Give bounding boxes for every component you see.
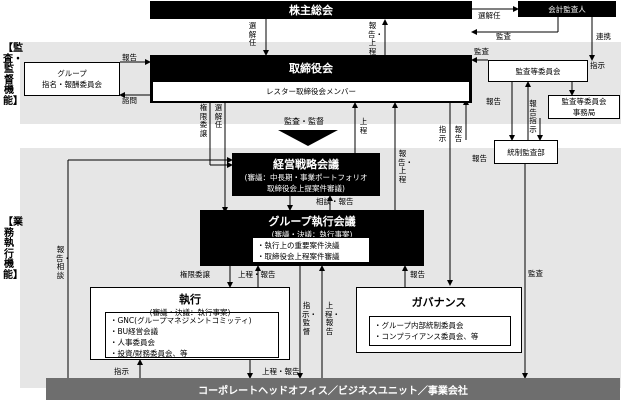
label-audit-supervise: 監査・監督 bbox=[284, 117, 324, 126]
label-delegation-low: 権限委譲 bbox=[180, 270, 210, 279]
label-report-instruct: 報告 指示 bbox=[529, 99, 537, 134]
execution-item: ・BU経営会議 bbox=[110, 327, 159, 336]
label-consult-report: 相談・報告 bbox=[316, 197, 354, 206]
label-submit-report-mid: 上程・報告 bbox=[325, 301, 340, 336]
accounting-auditor-box: 会計監査人 bbox=[518, 1, 616, 17]
shareholders-meeting-box: 株主総会 bbox=[150, 1, 472, 19]
label-report-gov: 報告 bbox=[410, 270, 425, 279]
label-submit-report-low: 上程・報告 bbox=[238, 270, 276, 279]
group-exec-item: ・取締役会上程案件審議 bbox=[257, 252, 340, 261]
execution-item: ・投資/財務委員会、等 bbox=[110, 349, 188, 358]
strategy-title: 経営戦略会議 bbox=[273, 157, 339, 171]
governance-items: ・グループ内部統制委員会 ・コンプライアンス委員会、等 bbox=[369, 316, 511, 346]
execution-box: 執行 (審議・決議：執行事案) ・GNC(グループマネジメントコミッティ) ・B… bbox=[90, 287, 290, 360]
execution-side-label: 【業務執行機能】 bbox=[3, 217, 23, 281]
label-report-control: 報告 bbox=[472, 154, 487, 163]
governance-box: ガバナンス ・グループ内部統制委員会 ・コンプライアンス委員会、等 bbox=[356, 287, 522, 353]
execution-item: ・GNC(グループマネジメントコミッティ) bbox=[110, 316, 252, 325]
label-report-consult-left: 報告・相談 bbox=[56, 245, 71, 280]
board-members-bar: レスター取締役会メンバー bbox=[152, 81, 470, 102]
label-instruct-supervise: 指示・監督 bbox=[302, 301, 317, 336]
audit-office-line-1: 監査等委員会 bbox=[561, 97, 607, 106]
label-instruct-office: 指示 bbox=[590, 61, 605, 70]
group-exec-meeting-box: グループ執行会議 (審議・決議：執行事案) ・執行上の重要案件決議 ・取締役会上… bbox=[200, 210, 424, 266]
supervision-side-label: 【監査・監督機能】 bbox=[3, 43, 23, 107]
governance-item: ・グループ内部統制委員会 bbox=[374, 321, 464, 330]
nomination-line-1: グループ bbox=[57, 69, 87, 78]
label-report-office: 報告 bbox=[486, 97, 501, 106]
board-title: 取締役会 bbox=[289, 62, 333, 75]
strategy-meeting-box: 経営戦略会議 (審議：中長期・事業ポートフォリオ 取締役会上提案件審議) bbox=[232, 153, 380, 196]
execution-items: ・GNC(グループマネジメントコミッティ) ・BU経営会議 ・人事委員会 ・投資… bbox=[105, 312, 279, 358]
strategy-line-2: 取締役会上提案件審議) bbox=[267, 183, 345, 193]
label-appoint-top: 選解任 bbox=[248, 21, 257, 48]
label-report-submit-right: 報告・上程 bbox=[398, 149, 413, 184]
board-box: 取締役会 レスター取締役会メンバー bbox=[150, 55, 472, 103]
label-report-control2: 報告 bbox=[454, 125, 463, 143]
label-report-nomination: 報告 bbox=[122, 53, 137, 62]
group-exec-sub: (審議・決議：執行事案) bbox=[271, 230, 353, 239]
label-delegation: 権限委譲 bbox=[199, 103, 208, 138]
group-exec-item: ・執行上の重要案件決議 bbox=[257, 241, 340, 250]
label-submit-report-bottom: 上程・報告 bbox=[262, 367, 300, 376]
label-consult: 諮問 bbox=[122, 96, 137, 105]
nomination-committee-box: グループ 指名・報酬委員会 bbox=[24, 62, 120, 96]
strategy-line-1: (審議：中長期・事業ポートフォリオ bbox=[244, 172, 368, 182]
governance-title: ガバナンス bbox=[411, 296, 467, 309]
label-appoint-mid: 選解任 bbox=[214, 103, 223, 130]
label-submit: 上程 bbox=[359, 117, 368, 135]
label-audit-right: 監査 bbox=[528, 269, 543, 278]
governance-item: ・コンプライアンス委員会、等 bbox=[374, 332, 479, 341]
label-audit-board: 監査 bbox=[474, 47, 489, 56]
audit-office-line-2: 事務局 bbox=[572, 108, 596, 117]
audit-committee-office-box: 監査等委員会 事務局 bbox=[548, 95, 620, 119]
control-audit-box: 統制監査部 bbox=[494, 140, 558, 164]
label-audit-auditor: 監査 bbox=[496, 32, 511, 41]
corporate-bar: コーポレートヘッドオフィス／ビジネスユニット／事業会社 bbox=[46, 378, 620, 400]
label-cooperation: 連携 bbox=[596, 32, 611, 41]
audit-committee-box: 監査等委員会 bbox=[488, 60, 588, 82]
label-report-top: 報告・上程 bbox=[368, 21, 383, 56]
execution-item: ・人事委員会 bbox=[110, 338, 155, 347]
group-exec-items: ・執行上の重要案件決議 ・取締役会上程案件審議 bbox=[252, 237, 370, 263]
group-exec-title: グループ執行会議 bbox=[268, 215, 356, 228]
execution-title: 執行 bbox=[179, 293, 201, 306]
label-appoint-auditor: 選解任 bbox=[478, 11, 501, 20]
label-instruct-control: 指示 bbox=[438, 125, 447, 143]
nomination-line-2: 指名・報酬委員会 bbox=[42, 80, 102, 89]
label-instruct-bottom: 指示 bbox=[114, 367, 129, 376]
